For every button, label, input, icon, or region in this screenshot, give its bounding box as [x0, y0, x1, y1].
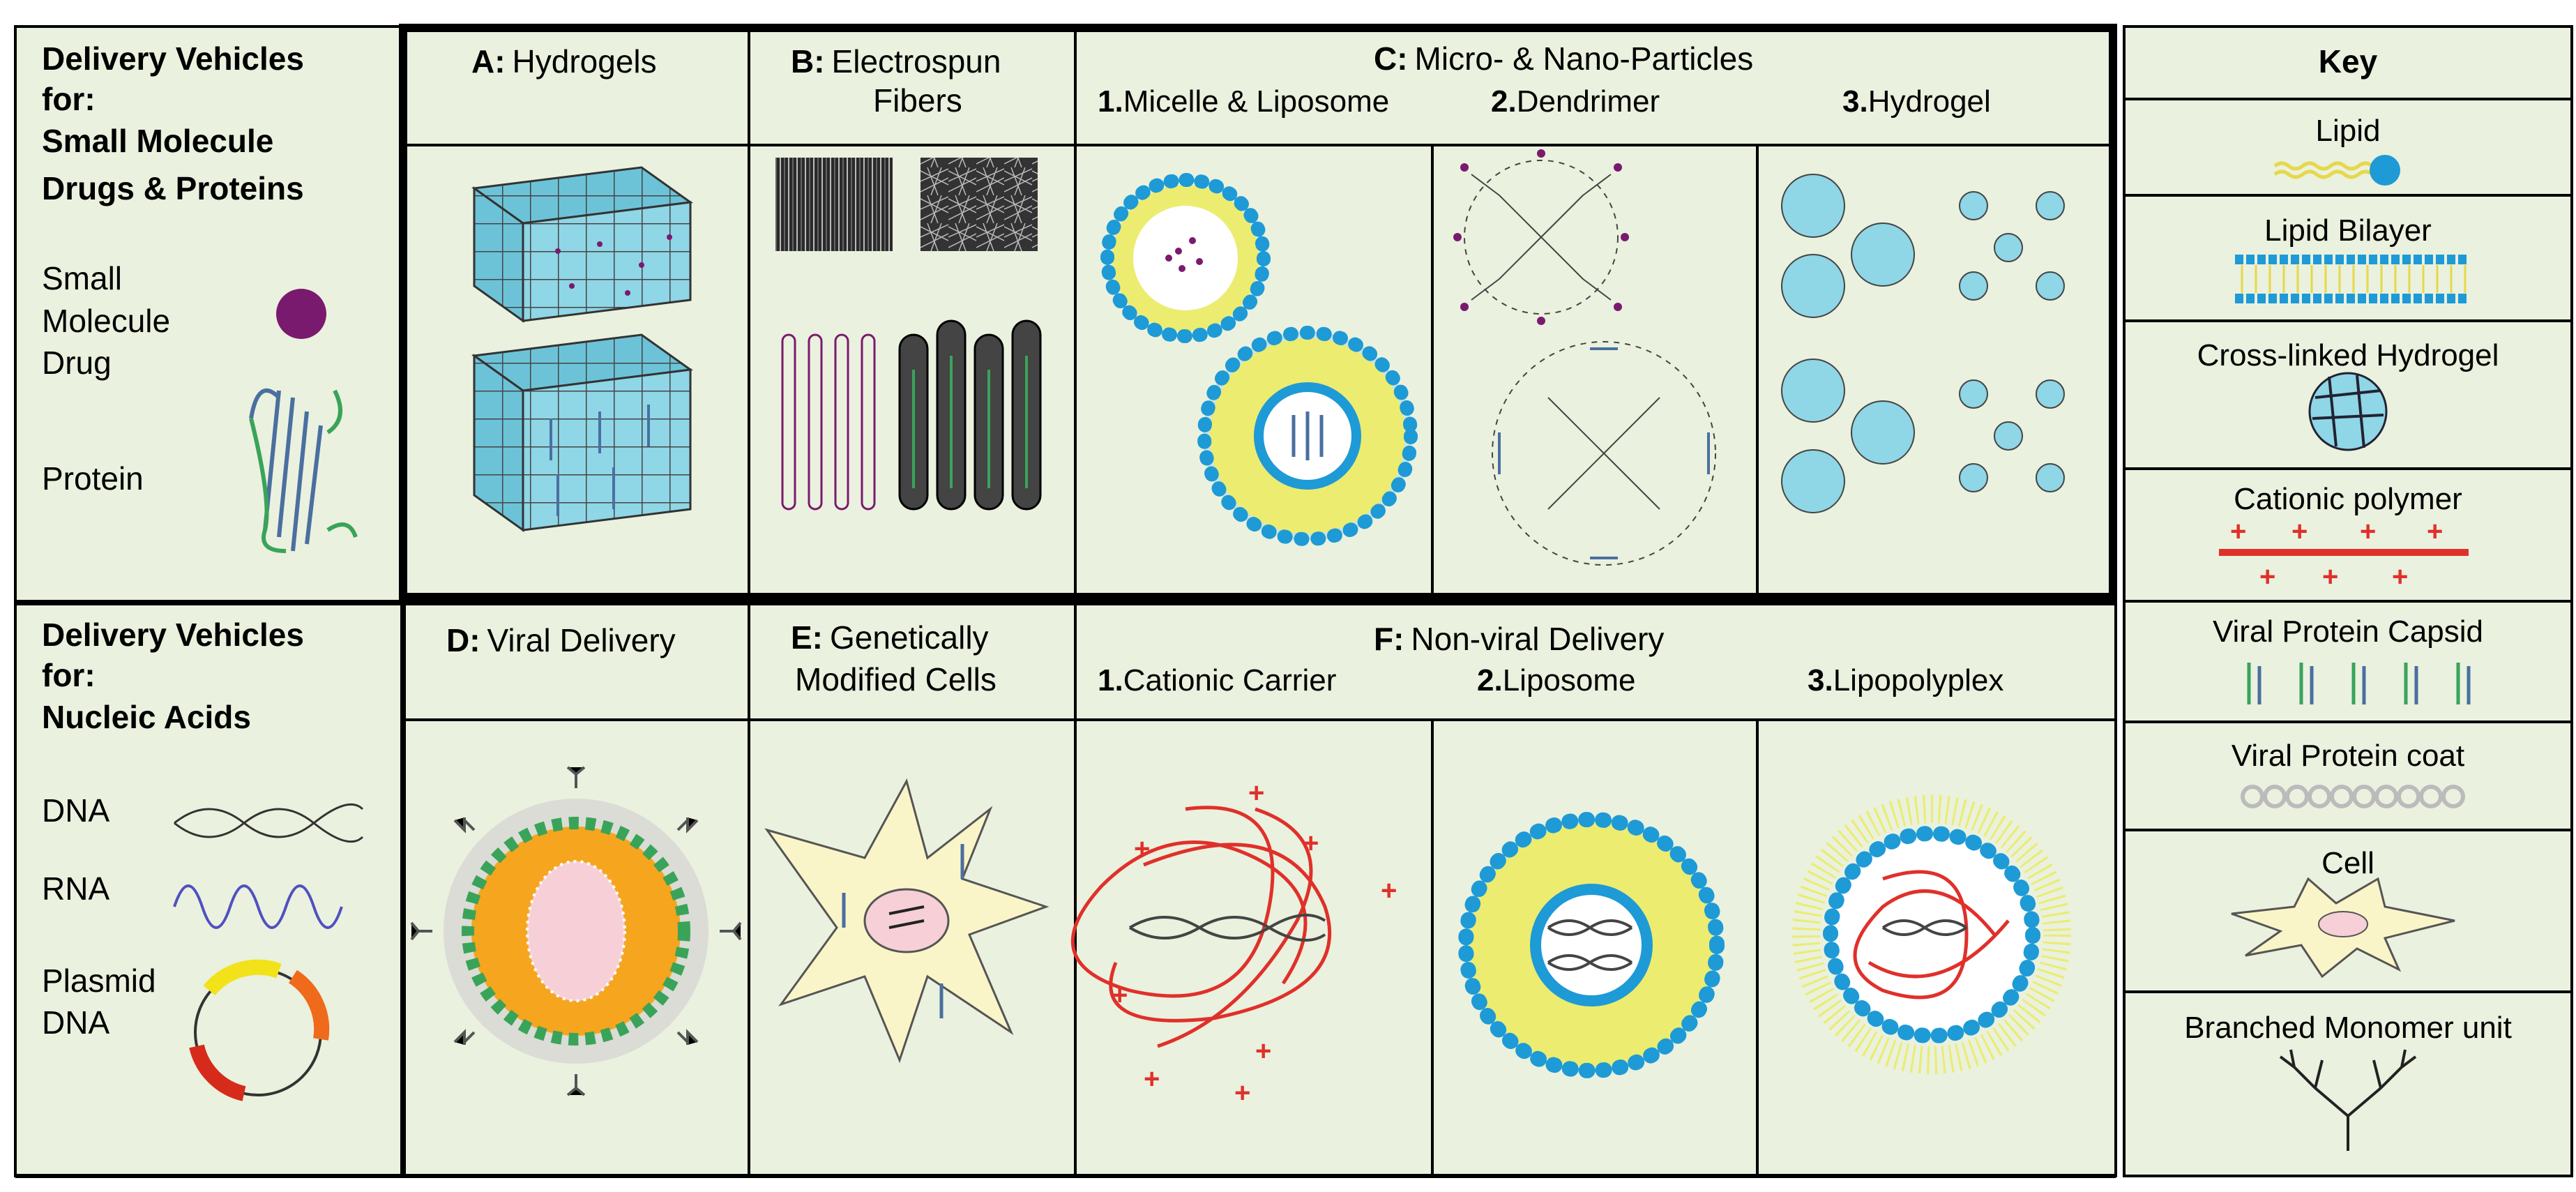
- key-grid-lines: [2123, 25, 2573, 1177]
- viral-particle-icon: [410, 766, 742, 1096]
- svg-text:+: +: [1248, 778, 1264, 808]
- svg-text:+: +: [1112, 980, 1128, 1011]
- key-item-viral-capsid: Viral Protein Capsid: [2213, 614, 2483, 649]
- panel-c-sub2: 2.Dendrimer: [1491, 84, 1660, 119]
- svg-text:+: +: [2427, 516, 2443, 547]
- svg-text:+: +: [2322, 561, 2338, 592]
- liposome-icon: [1197, 326, 1418, 546]
- modified-cell-icon: [764, 778, 1050, 1064]
- top-sidebar-title-3: Small Molecule: [42, 123, 273, 159]
- cationic-polymer-icon: + + + + + + +: [2219, 516, 2469, 592]
- rna-icon: [173, 884, 343, 929]
- lipid-icon: [2273, 155, 2400, 186]
- panel-f-sub1: 1.Cationic Carrier: [1098, 663, 1336, 697]
- svg-text:+: +: [2230, 516, 2246, 547]
- panel-grid-lines: [14, 24, 2117, 1178]
- dna-icon: [174, 803, 364, 843]
- lipopolyplex-icon: [1792, 795, 2071, 1074]
- hydrogel-key-icon: [2308, 372, 2388, 451]
- viral-coat-icon: [2241, 785, 2465, 808]
- plasmid-label-2: DNA: [42, 1004, 109, 1041]
- svg-text:+: +: [1255, 1036, 1271, 1066]
- plasmid-label-1: Plasmid: [42, 963, 156, 999]
- small-molecule-label-3: Drug: [42, 345, 112, 381]
- lipid-bilayer-icon: [2235, 255, 2469, 303]
- liposome-nucleic-icon: [1458, 812, 1725, 1078]
- panel-c-title: C:Micro- & Nano-Particles: [1374, 40, 1753, 77]
- branched-monomer-icon: [2279, 1049, 2417, 1151]
- panel-b-title-1: B:Electrospun: [791, 43, 1001, 80]
- svg-text:+: +: [2392, 561, 2408, 592]
- panel-e-title-2: Modified Cells: [795, 661, 997, 697]
- bottom-sidebar-title-3: Nucleic Acids: [42, 699, 251, 735]
- key-title: Key: [2319, 43, 2378, 80]
- dendrimer-icon: [1453, 149, 1716, 566]
- cationic-carrier-icon: +++ +++ ++: [1070, 778, 1397, 1108]
- panel-f-title: F:Non-viral Delivery: [1374, 621, 1664, 657]
- rna-label: RNA: [42, 870, 109, 907]
- svg-text:+: +: [1144, 1064, 1160, 1094]
- key-item-branched-monomer: Branched Monomer unit: [2184, 1011, 2512, 1045]
- panel-d-title: D:Viral Delivery: [446, 622, 676, 658]
- plasmid-icon: [189, 959, 330, 1101]
- key-item-viral-coat: Viral Protein coat: [2232, 739, 2464, 773]
- top-sidebar-title-4: Drugs & Proteins: [42, 170, 304, 206]
- bottom-sidebar-title-2: for:: [42, 657, 96, 693]
- panel-e-title-1: E:Genetically: [791, 619, 989, 656]
- panel-c-sub1: 1.Micelle & Liposome: [1098, 84, 1389, 119]
- top-sidebar-title-2: for:: [42, 81, 96, 117]
- panel-f-sub3: 3.Lipopolyplex: [1808, 663, 2003, 697]
- electrospun-fiber-icon: [775, 158, 1042, 511]
- svg-text:+: +: [1303, 828, 1319, 859]
- panel-b-title-2: Fibers: [873, 82, 962, 119]
- svg-text:+: +: [2360, 516, 2376, 547]
- svg-text:+: +: [1134, 833, 1150, 864]
- svg-text:+: +: [1234, 1078, 1250, 1108]
- top-sidebar-title-1: Delivery Vehicles: [42, 40, 304, 77]
- key-item-cell: Cell: [2321, 846, 2374, 880]
- panel-a-title: A:Hydrogels: [471, 43, 657, 80]
- panel-c-sub3: 3.Hydrogel: [1842, 84, 1991, 119]
- svg-text:+: +: [2291, 516, 2308, 547]
- small-molecule-drug-icon: [276, 289, 326, 339]
- key-item-hydrogel: Cross-linked Hydrogel: [2197, 338, 2499, 372]
- dna-label: DNA: [42, 792, 109, 829]
- micelle-icon: [1100, 173, 1271, 343]
- svg-text:+: +: [2259, 561, 2275, 592]
- small-molecule-label-2: Molecule: [42, 303, 170, 339]
- hydrogel-particle-icon: [1781, 174, 2065, 513]
- bottom-sidebar-title-1: Delivery Vehicles: [42, 617, 304, 653]
- panel-f-sub2: 2.Liposome: [1477, 663, 1635, 697]
- protein-icon: [249, 388, 358, 553]
- cell-icon: [2231, 877, 2455, 979]
- svg-text:+: +: [1381, 875, 1397, 906]
- key-item-cationic-polymer: Cationic polymer: [2234, 482, 2462, 516]
- hydrogel-cube-icon: [471, 166, 693, 532]
- protein-label: Protein: [42, 460, 144, 497]
- key-item-lipid-bilayer: Lipid Bilayer: [2264, 213, 2432, 248]
- small-molecule-label-1: Small: [42, 260, 122, 296]
- viral-capsid-icon: [2247, 663, 2471, 704]
- key-item-lipid: Lipid: [2316, 114, 2381, 148]
